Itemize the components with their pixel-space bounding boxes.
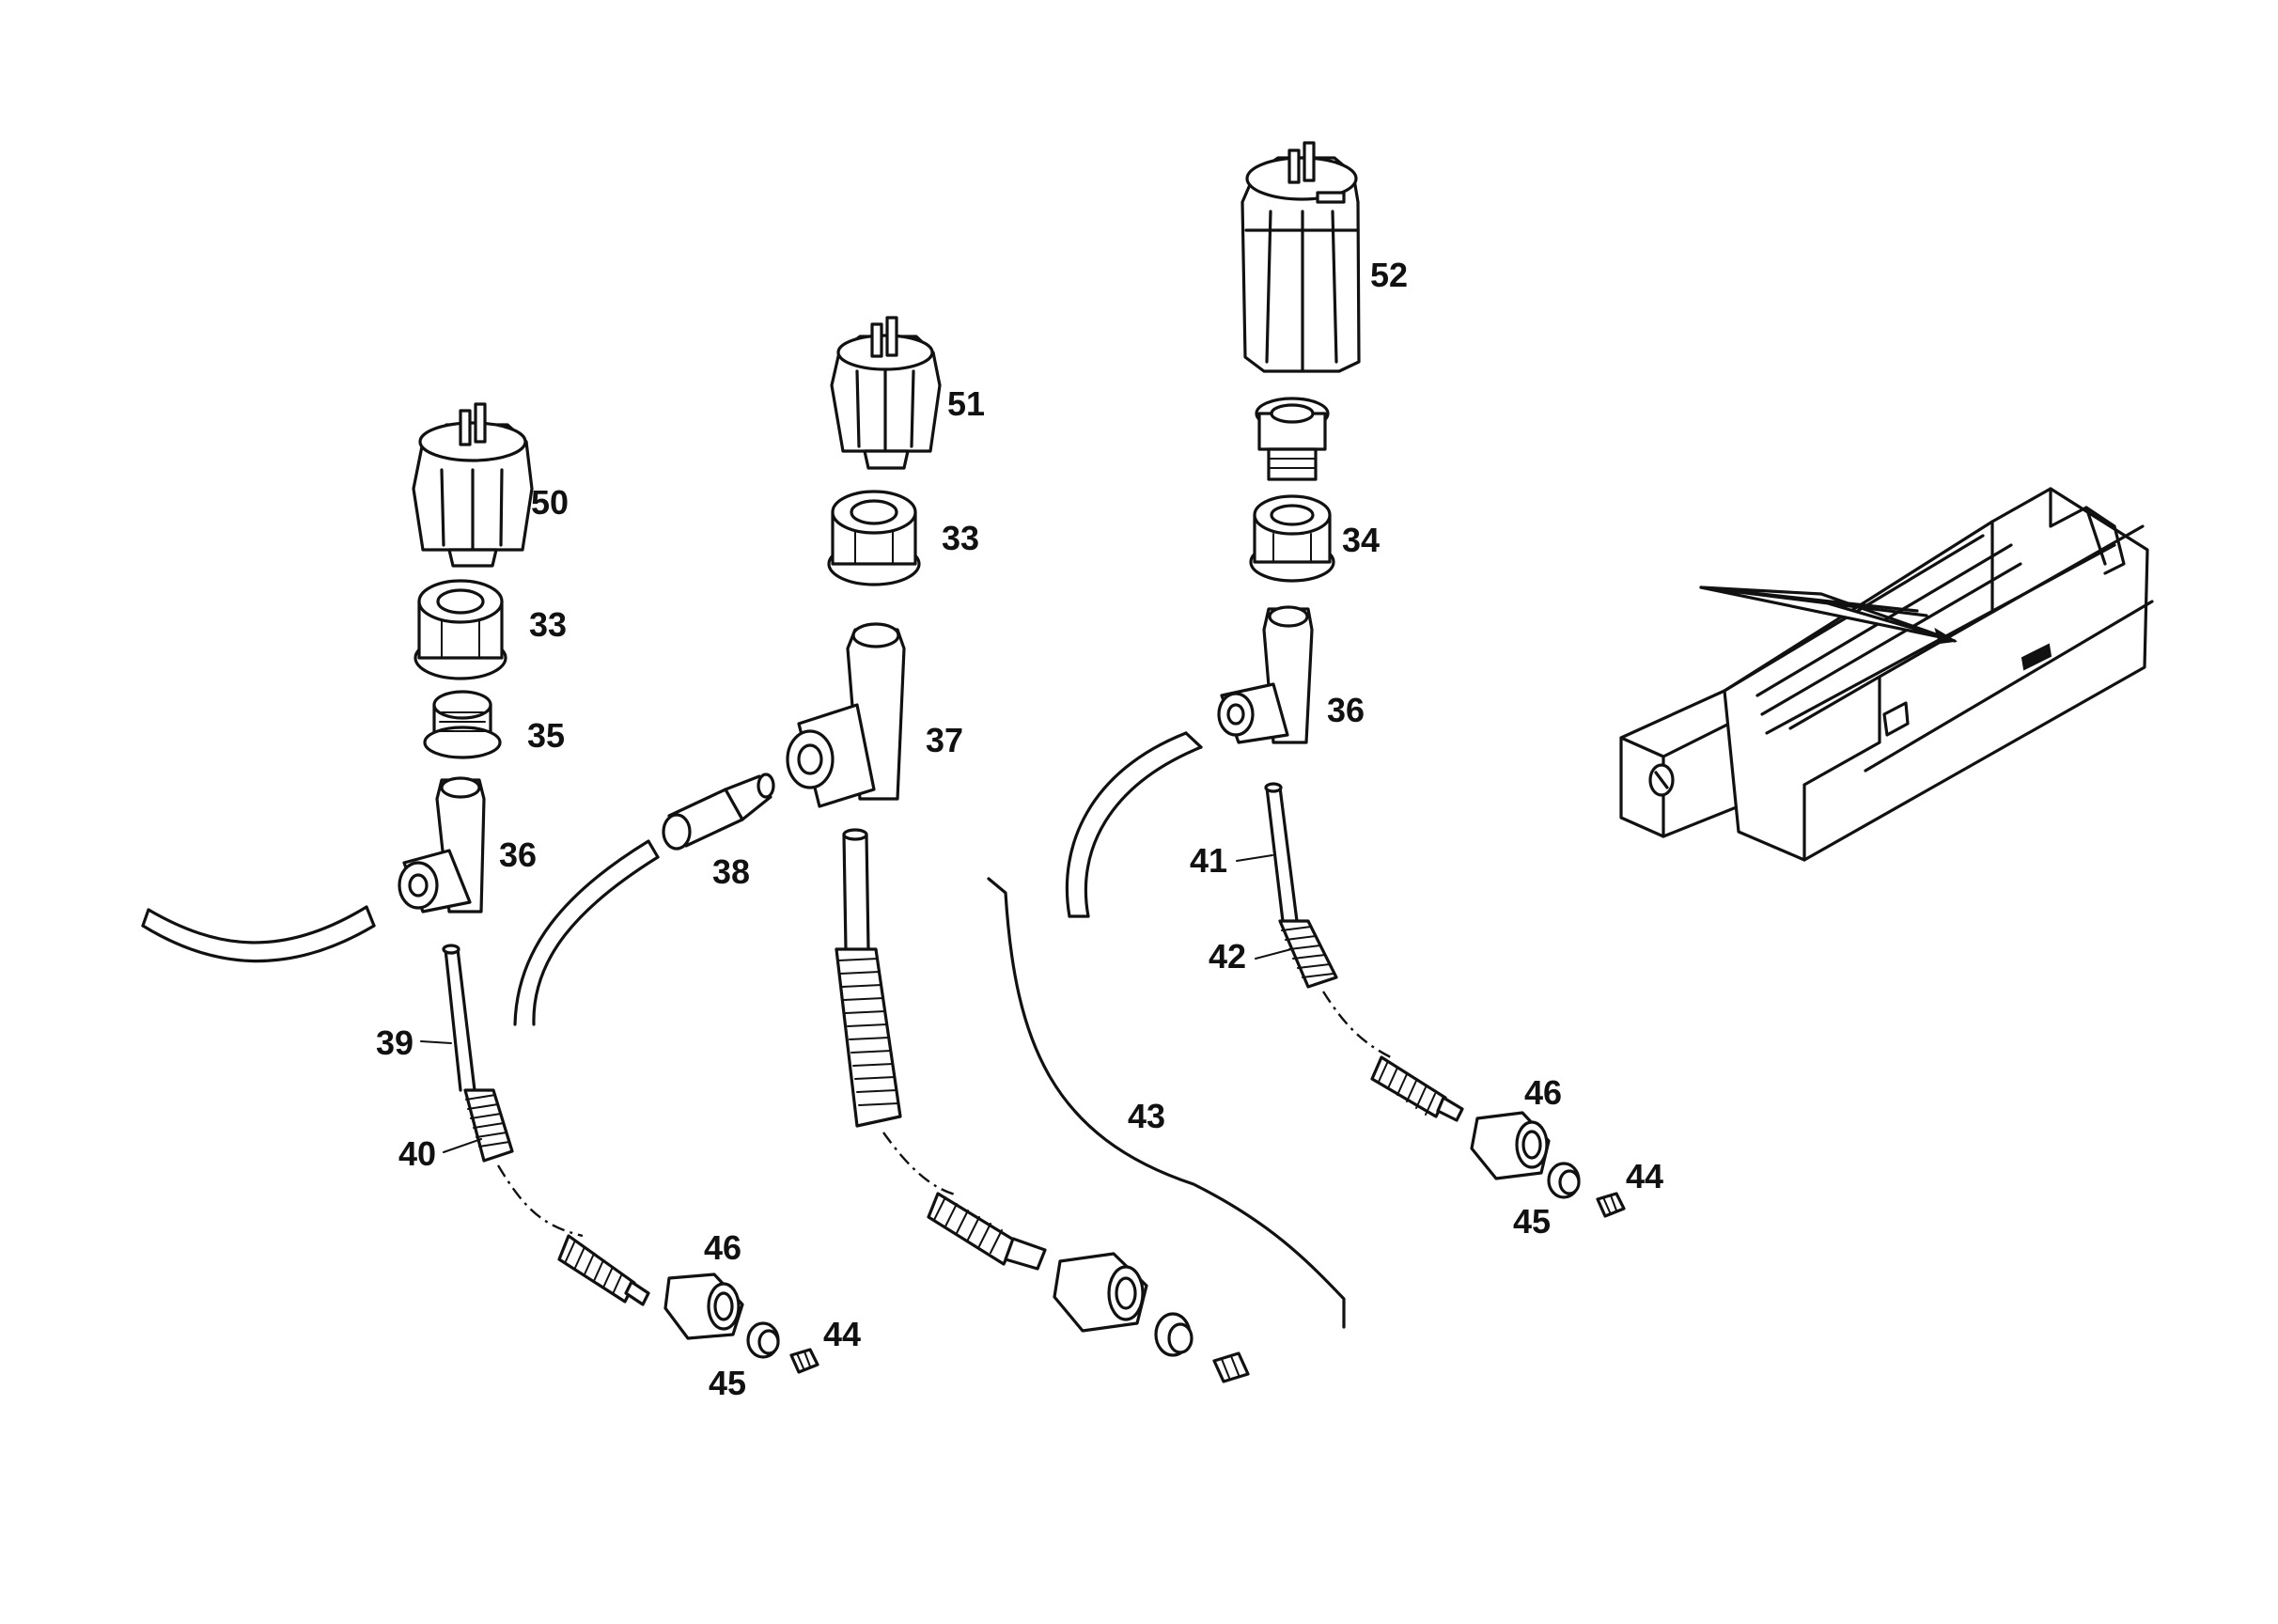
elbow-36-left xyxy=(398,776,486,914)
label-51: 51 xyxy=(947,384,985,423)
spring-40 xyxy=(463,1088,584,1238)
label-42: 42 xyxy=(1209,937,1246,976)
hose-right xyxy=(1065,731,1203,918)
nut-46-right xyxy=(1470,1111,1551,1180)
tee-37 xyxy=(786,622,906,808)
connector-38 xyxy=(662,773,775,851)
label-46-left: 46 xyxy=(704,1228,741,1267)
seal-ring-33-left xyxy=(413,579,507,680)
tube-middle xyxy=(842,828,870,951)
nut-46-left xyxy=(663,1273,744,1340)
adapter-52-nipple xyxy=(1255,397,1330,481)
hose-left xyxy=(141,905,376,963)
insert-middle xyxy=(1212,1351,1250,1383)
tube-41 xyxy=(1264,782,1299,923)
ring-45-left xyxy=(746,1321,780,1359)
pressure-switch-51 xyxy=(830,316,942,470)
label-41: 41 xyxy=(1190,841,1227,880)
adapter-35 xyxy=(423,690,502,759)
seal-ring-33-middle xyxy=(827,490,921,586)
locator-machine-frame xyxy=(1619,487,2154,862)
elbow-36-right xyxy=(1217,605,1314,744)
ring-middle xyxy=(1154,1312,1194,1357)
pressure-switch-52 xyxy=(1240,141,1361,373)
label-39: 39 xyxy=(376,1023,413,1062)
label-35: 35 xyxy=(527,716,565,755)
label-36-left: 36 xyxy=(499,835,537,874)
label-33-middle: 33 xyxy=(942,519,979,557)
insert-44-right xyxy=(1596,1192,1626,1218)
label-45-left: 45 xyxy=(709,1364,746,1402)
spring-sleeve-left xyxy=(557,1234,650,1306)
part-labels: 50 33 35 36 39 40 46 45 44 51 33 37 38 4… xyxy=(376,256,1663,1402)
nut-middle xyxy=(1053,1252,1148,1333)
label-40: 40 xyxy=(398,1134,436,1173)
tube-39 xyxy=(442,944,476,1092)
spring-42 xyxy=(1278,919,1392,1059)
label-38: 38 xyxy=(712,852,750,891)
label-34: 34 xyxy=(1342,521,1380,559)
insert-44-left xyxy=(789,1348,819,1374)
label-50: 50 xyxy=(531,483,569,522)
label-44-left: 44 xyxy=(823,1315,861,1353)
hose-middle xyxy=(513,839,660,1026)
bracket-43 xyxy=(987,877,1346,1329)
spring-sleeve-middle xyxy=(927,1192,1047,1271)
pressure-switch-50 xyxy=(412,402,534,568)
label-46-right: 46 xyxy=(1524,1073,1562,1112)
seal-ring-34 xyxy=(1249,494,1335,583)
label-52: 52 xyxy=(1370,256,1408,294)
spring-sleeve-right xyxy=(1370,1055,1464,1122)
label-leaders xyxy=(420,854,1292,1153)
label-45-right: 45 xyxy=(1513,1202,1551,1241)
ring-45-right xyxy=(1547,1162,1581,1199)
label-36-right: 36 xyxy=(1327,691,1365,729)
label-33-left: 33 xyxy=(529,605,567,644)
label-37: 37 xyxy=(926,721,963,759)
spring-middle xyxy=(835,947,960,1197)
label-44-right: 44 xyxy=(1626,1157,1663,1195)
label-43: 43 xyxy=(1128,1097,1165,1135)
